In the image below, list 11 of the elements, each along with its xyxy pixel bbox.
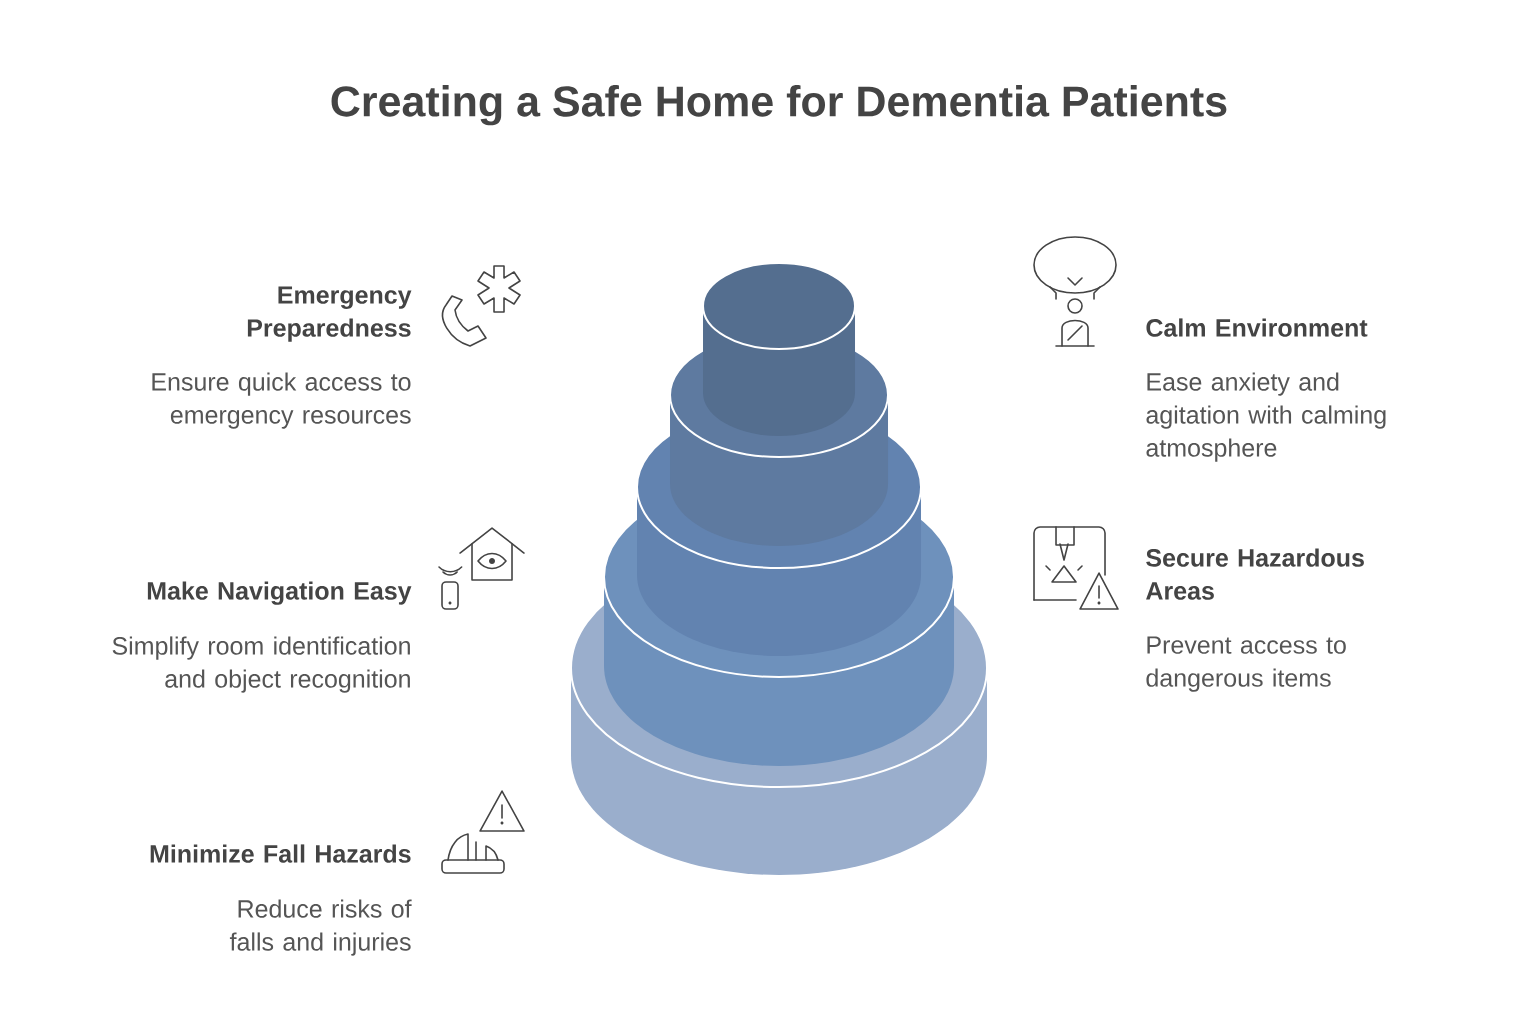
item-description: Ease anxiety and agitation with calming atmosphere xyxy=(1146,372,1386,462)
item-heading: Calm Environment xyxy=(1146,318,1368,337)
item-description: Ensure quick access to emergency resources xyxy=(152,372,411,429)
title: Creating a Safe Home for Dementia Patients xyxy=(331,85,1227,126)
item-description: Reduce risks of falls and injuries xyxy=(229,899,412,956)
item-description: Simplify room identification and object recognition xyxy=(112,636,410,693)
item-heading: Make Navigation Easy xyxy=(147,581,412,605)
item-heading: Emergency Preparedness xyxy=(247,286,412,342)
item-description: Prevent access to dangerous items xyxy=(1146,636,1346,692)
item-heading: Minimize Fall Hazards xyxy=(150,844,411,863)
item-heading: Secure Hazardous Areas xyxy=(1146,548,1364,600)
